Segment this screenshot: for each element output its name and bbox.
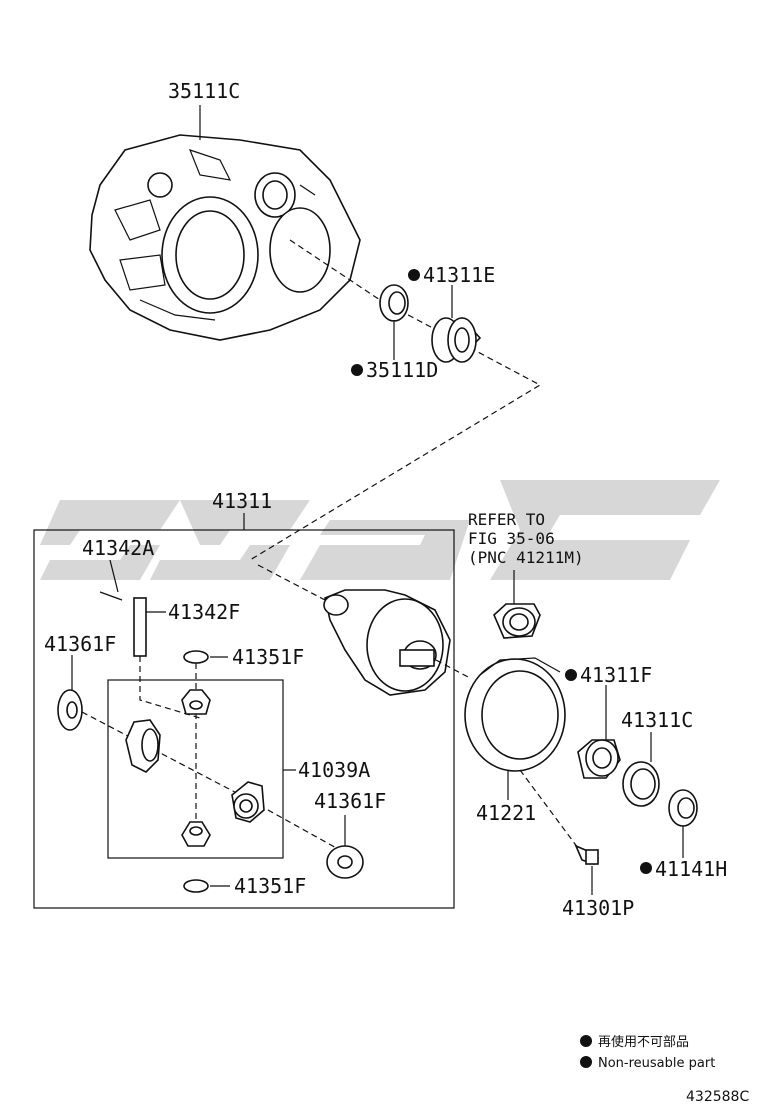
gear-kit-box-41039A — [107, 679, 284, 859]
ring-gear-41221 — [464, 657, 566, 772]
label-41221: 41221 — [476, 801, 536, 825]
label-35111D: 35111D — [366, 358, 438, 382]
pinion-shaft-41342F — [133, 597, 147, 657]
label-41039A: 41039A — [298, 758, 370, 782]
refer-note-line3: (PNC 41211M) — [468, 548, 584, 567]
differential-assembly-box — [33, 529, 455, 909]
label-41342F: 41342F — [168, 600, 240, 624]
label-41141H: 41141H — [655, 857, 727, 881]
non-reusable-mark-41311E — [408, 269, 420, 281]
label-41311E: 41311E — [423, 263, 495, 287]
non-reusable-mark-41141H — [640, 862, 652, 874]
differential-case — [323, 589, 451, 696]
side-gear-left — [125, 719, 161, 773]
non-reusable-mark-41311F — [565, 669, 577, 681]
transaxle-housing — [89, 134, 361, 341]
bearing-41311E — [431, 317, 482, 363]
label-41301P: 41301P — [562, 896, 634, 920]
pinion-gear-top — [181, 689, 211, 715]
label-41351F-bottom: 41351F — [234, 874, 306, 898]
label-41311F: 41311F — [580, 663, 652, 687]
pinion-gear-bottom — [181, 821, 211, 847]
legend-text-en: Non-reusable part — [598, 1056, 715, 1071]
refer-note-line1: REFER TO — [468, 510, 545, 529]
legend: 再使用不可部品 Non-reusable part — [580, 1034, 715, 1071]
label-41361F-left: 41361F — [44, 632, 116, 656]
legend-bullet-jp — [580, 1035, 592, 1047]
legend-bullet-en — [580, 1056, 592, 1068]
pin-41342A — [99, 591, 123, 601]
thrust-washer-41351F-bottom — [183, 879, 209, 893]
label-41311C: 41311C — [621, 708, 693, 732]
side-gear-washer-41361F-left — [57, 689, 83, 731]
label-41311: 41311 — [212, 489, 272, 513]
watermark-logo — [40, 480, 720, 580]
label-41351F-top: 41351F — [232, 645, 304, 669]
ring-gear-bolt-41301P — [574, 844, 600, 865]
legend-text-jp: 再使用不可部品 — [598, 1034, 689, 1050]
label-41361F-right: 41361F — [314, 789, 386, 813]
bearing-referenced — [493, 603, 541, 639]
oil-seal-35111D — [379, 284, 409, 322]
refer-note-line2: FIG 35-06 — [468, 529, 555, 548]
figure-reference: 432588C — [686, 1089, 749, 1105]
side-gear-washer-41361F-right — [326, 845, 364, 879]
label-35111C: 35111C — [168, 79, 240, 103]
oil-seal-41141H — [668, 789, 698, 827]
non-reusable-mark-35111D — [351, 364, 363, 376]
thrust-washer-41351F-top — [183, 650, 209, 664]
label-41342A: 41342A — [82, 536, 154, 560]
bearing-41311F — [577, 739, 621, 779]
side-gear-right — [231, 781, 265, 823]
bearing-race-41311C — [622, 761, 660, 807]
